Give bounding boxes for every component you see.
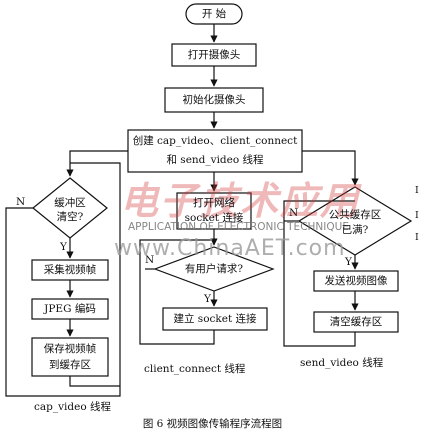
shared-buffer-label-1: 公共缓存区 <box>328 209 382 221</box>
user-request-label: 有用户请求? <box>184 263 244 275</box>
open-socket-label-1: 打开网络 <box>193 197 235 209</box>
jpeg-encode-label: JPEG 编码 <box>44 303 96 315</box>
shared-buffer-label-2: 已满? <box>341 224 369 236</box>
side-mark-2: I <box>415 210 419 221</box>
side-mark-1: I <box>415 185 419 196</box>
watermark-logo: 电子技术应用 <box>120 178 361 223</box>
open-socket-label-2: socket 连接 <box>184 212 244 224</box>
edge-label-n-left: N <box>16 196 26 208</box>
open-camera-label: 打开摄像头 <box>187 49 241 61</box>
edge-label-y-right: Y <box>345 256 352 268</box>
capture-frame-label: 采集视频帧 <box>43 264 97 276</box>
send-frame-label: 发送视频图像 <box>324 275 388 287</box>
thread-label-cap-video: cap_video 线程 <box>34 401 111 413</box>
init-camera-label: 初始化摄像头 <box>182 94 246 106</box>
build-socket-box <box>162 307 268 331</box>
create-threads-label-2: 和 send_video 线程 <box>166 154 264 166</box>
clear-buffer-box <box>313 311 399 333</box>
build-socket-label: 建立 socket 连接 <box>173 313 257 325</box>
send-frame-box <box>313 270 399 292</box>
edge-label-y-left: Y <box>60 241 67 253</box>
thread-label-client-connect: client_connect 线程 <box>144 363 246 375</box>
save-frame-label-1: 保存视频帧 <box>43 343 97 355</box>
side-mark-3: I <box>415 232 419 243</box>
figure-caption: 图 6 视频图像传输程序流程图 <box>142 418 283 430</box>
start-label: 开 始 <box>201 8 227 20</box>
edge-label-n-middle: N <box>145 254 155 266</box>
save-frame-label-2: 到缓存区 <box>49 359 91 371</box>
edge-label-n-right: N <box>289 207 299 219</box>
thread-label-send-video: send_video 线程 <box>300 357 384 369</box>
watermark-subtitle: APPLICATION OF ELECTRONIC TECHNIQUE <box>128 221 349 233</box>
buffer-empty-label-2: 清空? <box>56 211 84 223</box>
buffer-empty-label-1: 缓冲区 <box>54 197 86 209</box>
clear-buffer-label: 清空缓存区 <box>329 316 383 328</box>
edge-label-y-middle: Y <box>204 293 211 305</box>
watermark-site: www.ChinaAET.com <box>114 236 346 261</box>
create-threads-label-1: 创建 cap_video、client_connect <box>132 135 298 147</box>
